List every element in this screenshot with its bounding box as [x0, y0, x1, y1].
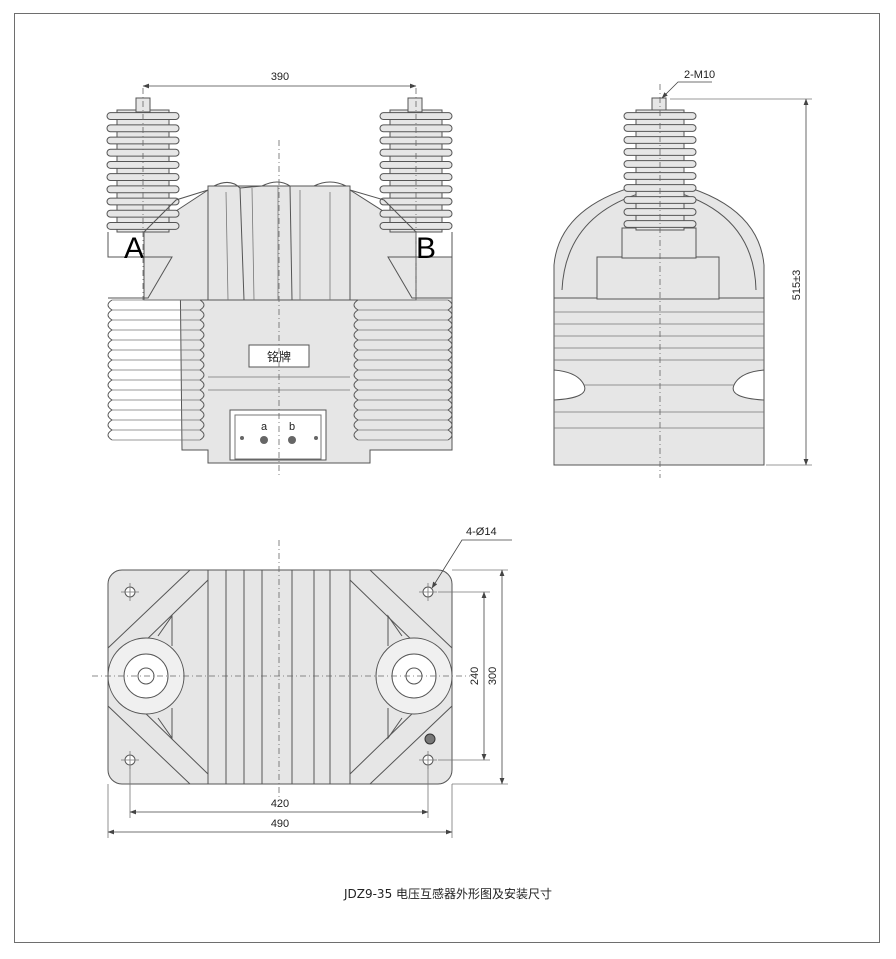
front-shoulder-top: [143, 189, 417, 233]
insulator-shed: [106, 185, 180, 194]
ground-screw: [424, 733, 436, 745]
dim-390-text: 390: [271, 71, 289, 83]
dim-240-text: 240: [469, 667, 481, 685]
front-centerlines: [142, 88, 417, 478]
phase-b-label: B: [416, 232, 436, 265]
terminal-b-label: b: [289, 421, 295, 433]
hole-crosshair: [121, 583, 139, 601]
screw-right: [314, 436, 318, 440]
terminal-b-stud: [288, 436, 296, 444]
depth-ext-lines: [438, 569, 508, 785]
side-lower-lines: [554, 384, 764, 429]
terminal-a-stud: [260, 436, 268, 444]
mounting-holes: [121, 583, 437, 769]
side-neck: [621, 227, 697, 259]
bolt-right: [407, 97, 423, 113]
groove-lines: [112, 299, 448, 441]
side-base-body: [553, 297, 765, 466]
top-body-outline: [107, 569, 453, 785]
terminal-a-label: a: [261, 421, 268, 433]
dim-490-text: 490: [271, 818, 289, 830]
dim-300-text: 300: [487, 667, 499, 685]
side-top-block: [596, 256, 720, 300]
screw-left: [240, 436, 244, 440]
bolt-leader: [661, 81, 712, 99]
holes-leader: [431, 539, 512, 589]
holes-label: 4-Ø14: [466, 526, 497, 538]
dim-420-text: 420: [271, 798, 289, 810]
insulator-shed: [379, 185, 453, 194]
side-view: 2-M10 515±3: [553, 69, 812, 478]
top-ridge-lines: [207, 570, 351, 784]
bolt-side: [651, 97, 667, 111]
front-ridge-lines: [225, 186, 331, 301]
hole-crosshair: [419, 583, 437, 601]
drawing-caption: JDZ9-35 电压互感器外形图及安装尺寸: [343, 886, 552, 901]
front-center-column: [207, 185, 351, 301]
width-ext-lines: [107, 766, 453, 838]
front-shoulder-outline-right: [387, 232, 453, 299]
height-dim-text: 515±3: [791, 270, 803, 301]
insulator-shed: [379, 209, 453, 218]
phase-a-label: A: [124, 232, 144, 265]
wave-left-outer: [107, 299, 113, 441]
side-grooves: [554, 311, 764, 361]
nameplate-label: 铭牌: [267, 349, 291, 364]
top-shoulder-diagonals: [139, 579, 419, 775]
bolt-label: 2-M10: [684, 69, 715, 81]
front-view: 铭牌 a b A B 390: [106, 71, 453, 478]
top-centerlines: [92, 540, 470, 800]
top-view: 4-Ø14 240 300 420 490: [92, 526, 512, 838]
terminal-box-inner: [234, 414, 322, 460]
drawing-frame: [14, 13, 880, 943]
front-shoulder-outline-left: [107, 232, 173, 299]
top-shoulder-details: [157, 614, 403, 740]
insulator-shed: [106, 209, 180, 218]
